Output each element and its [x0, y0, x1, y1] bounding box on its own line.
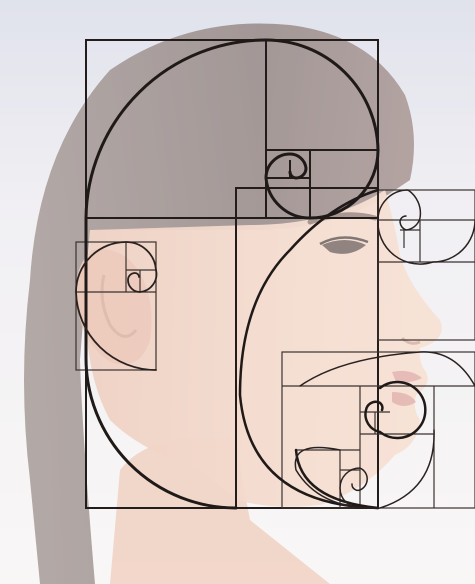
golden-ratio-illustration: [0, 0, 475, 584]
image-stage: [0, 0, 475, 584]
